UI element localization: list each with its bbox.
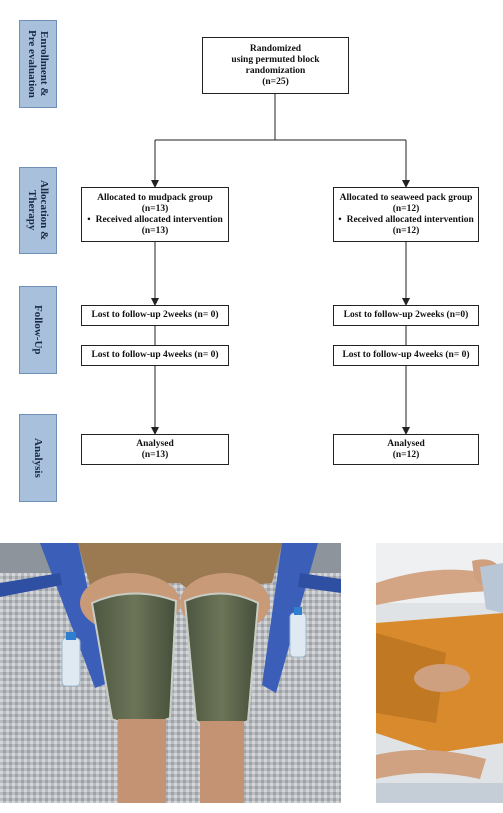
right-lost-4weeks-text: Lost to follow-up 4weeks (n= 0) <box>342 350 469 361</box>
seaweed-allocation-box: Allocated to seaweed pack group (n=12) R… <box>333 187 479 242</box>
left-analysed-n: (n=13) <box>142 450 169 461</box>
seaweed-received-intervention: Received allocated intervention <box>338 215 474 226</box>
left-lost-2weeks-text: Lost to follow-up 2weeks (n= 0) <box>91 310 218 321</box>
randomized-line3: randomization <box>246 66 306 77</box>
left-lost-4weeks-text: Lost to follow-up 4weeks (n= 0) <box>91 350 218 361</box>
randomized-line2: using permuted block <box>231 55 319 66</box>
seaweed-allocation-title: Allocated to seaweed pack group <box>340 193 473 204</box>
randomized-box: Randomized using permuted block randomiz… <box>202 37 349 94</box>
mudpack-legs-photo <box>0 543 341 803</box>
seaweed-allocation-n: (n=12) <box>393 204 420 215</box>
seaweed-application-photo <box>376 543 503 803</box>
left-lost-2weeks-box: Lost to follow-up 2weeks (n= 0) <box>81 305 229 326</box>
right-lost-2weeks-box: Lost to follow-up 2weeks (n=0) <box>333 305 479 326</box>
left-analysed-box: Analysed (n=13) <box>81 434 229 465</box>
mudpack-allocation-n: (n=13) <box>142 204 169 215</box>
left-lost-4weeks-box: Lost to follow-up 4weeks (n= 0) <box>81 345 229 366</box>
mudpack-allocation-title: Allocated to mudpack group <box>97 193 213 204</box>
right-lost-2weeks-text: Lost to follow-up 2weeks (n=0) <box>344 310 469 321</box>
randomized-line1: Randomized <box>250 44 301 55</box>
mudpack-received-n: (n=13) <box>142 226 169 237</box>
right-analysed-label: Analysed <box>387 439 424 450</box>
mudpack-allocation-box: Allocated to mudpack group (n=13) Receiv… <box>81 187 229 242</box>
seaweed-received-n: (n=12) <box>393 226 420 237</box>
randomized-line4: (n=25) <box>262 77 289 88</box>
right-analysed-box: Analysed (n=12) <box>333 434 479 465</box>
left-analysed-label: Analysed <box>136 439 173 450</box>
mudpack-received-intervention: Received allocated intervention <box>87 215 223 226</box>
right-analysed-n: (n=12) <box>393 450 420 461</box>
right-lost-4weeks-box: Lost to follow-up 4weeks (n= 0) <box>333 345 479 366</box>
